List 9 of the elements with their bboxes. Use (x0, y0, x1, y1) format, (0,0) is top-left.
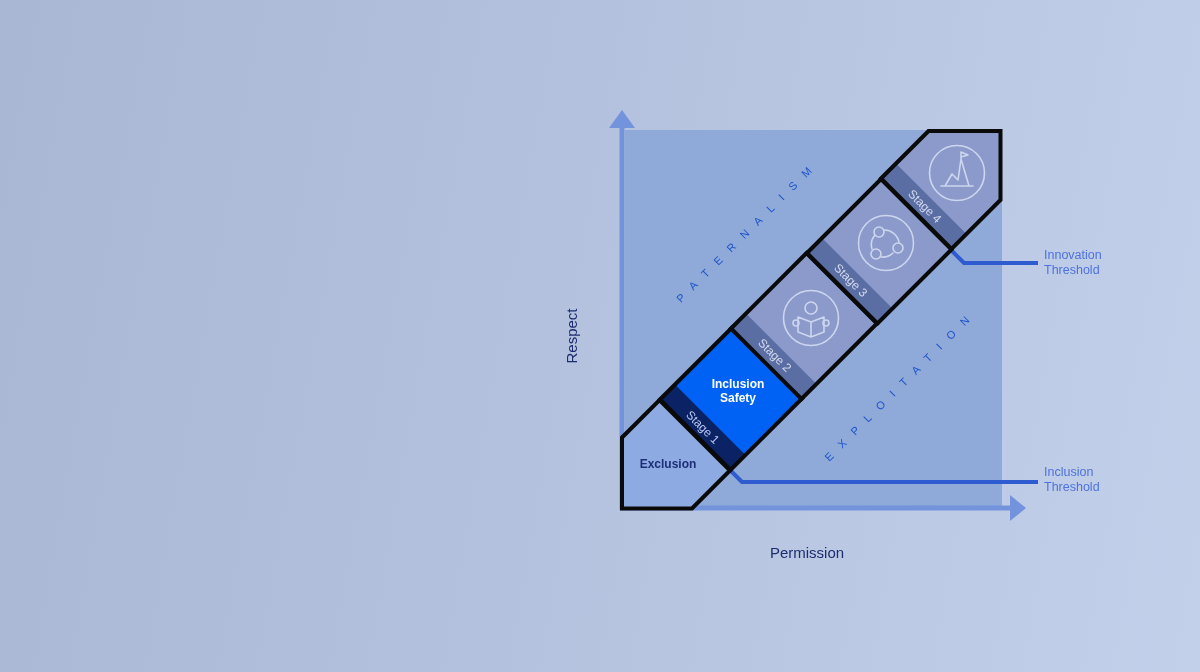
axis-label: Respect (563, 308, 581, 364)
leader-line (949, 248, 1038, 265)
segment-title: Exclusion (639, 458, 697, 472)
segment-title: Inclusion Safety (711, 378, 765, 406)
threshold-label: Innovation Threshold (1038, 248, 1102, 278)
stage-segment (877, 128, 1003, 252)
axis-label: Permission (769, 544, 845, 562)
leader-line (728, 468, 1038, 484)
threshold-label: Inclusion Threshold (1038, 465, 1100, 495)
